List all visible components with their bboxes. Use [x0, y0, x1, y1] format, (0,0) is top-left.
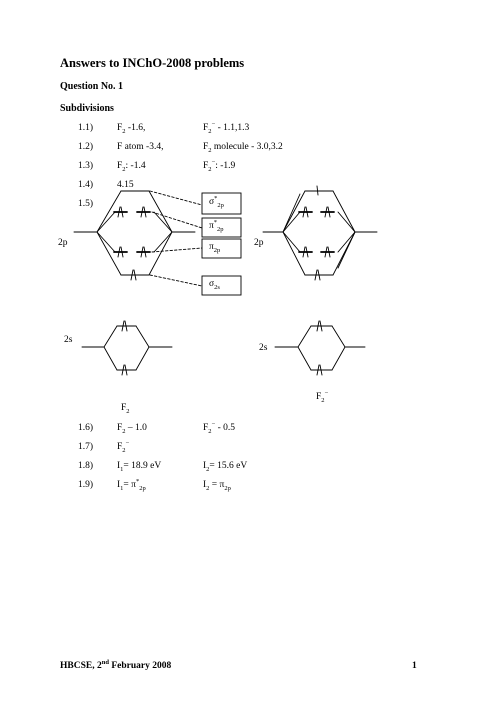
item-1-1-number: 1.1) [78, 123, 94, 133]
page-title: Answers to INChO-2008 problems [60, 56, 245, 70]
subdivisions-heading: Subdivisions [60, 103, 114, 114]
label-2s-right: 2s [259, 343, 268, 353]
caption-f2: F2 [121, 403, 130, 415]
box-pi-star-2p [201, 217, 242, 238]
box-pi-2p [201, 238, 242, 259]
box-label-sigma-2s: σ2s [209, 279, 220, 291]
box-sigma-star-2p [201, 192, 242, 215]
label-2s-left: 2s [64, 335, 73, 345]
dashed-connector-pi-star [151, 211, 203, 229]
item-1-8-a: I1= 18.9 eV [117, 461, 162, 473]
f2-electron-pair [140, 246, 147, 258]
f2-electron-pair [117, 246, 124, 258]
item-1-3-a: F2: -1.4 [117, 161, 146, 173]
item-1-4-a: 4.15 [117, 180, 134, 190]
caption-f2-minus: F2− [316, 389, 329, 404]
f2minus-single-electron [316, 185, 319, 196]
item-1-3-b: F2−: -1.9 [203, 158, 236, 173]
question-heading: Question No. 1 [60, 81, 124, 92]
f2-electron-pair [117, 206, 124, 218]
f2-2p-outline [96, 190, 122, 233]
dashed-connector-sigma-star [149, 190, 203, 206]
item-1-7-number: 1.7) [78, 442, 94, 452]
item-1-5-number: 1.5) [78, 199, 94, 209]
item-1-2-number: 1.2) [78, 142, 94, 152]
dashed-connector-pi [151, 247, 203, 253]
item-1-1-a: F2 -1.6, [117, 123, 146, 135]
page-number: 1 [412, 661, 417, 671]
label-2p-left: 2p [58, 238, 68, 248]
f2-electron-pair [140, 206, 147, 218]
item-1-2-b: F2 molecule - 3.0,3.2 [203, 142, 283, 154]
item-1-6-a: F2 – 1.0 [117, 423, 147, 435]
item-1-9-a: I1= π*2p [117, 477, 146, 492]
item-1-8-b: I2= 15.6 eV [203, 461, 248, 473]
item-1-6-number: 1.6) [78, 423, 94, 433]
item-1-8-number: 1.8) [78, 461, 94, 471]
f2-electron-pair [130, 269, 137, 281]
dashed-connector-sigma-2s [149, 274, 203, 287]
box-sigma-2s [201, 275, 242, 296]
box-label-pi-2p: π2p [209, 242, 221, 254]
item-1-4-number: 1.4) [78, 180, 94, 190]
box-label-pi-star-2p: π*2p [209, 218, 224, 233]
item-1-2-a: F atom -3.4, [117, 142, 164, 152]
item-1-1-b: F2− - 1.1,1.3 [203, 120, 250, 135]
label-2p-right: 2p [254, 238, 264, 248]
footer-left: HBCSE, 2nd February 2008 [60, 658, 172, 671]
box-label-sigma-star-2p: σ*2p [209, 194, 224, 209]
item-1-7-a: F2− [117, 439, 130, 454]
item-1-9-number: 1.9) [78, 480, 94, 490]
item-1-6-b: F2− - 0.5 [203, 420, 236, 435]
item-1-3-number: 1.3) [78, 161, 94, 171]
item-1-9-b: I2 = π2p [203, 480, 231, 492]
